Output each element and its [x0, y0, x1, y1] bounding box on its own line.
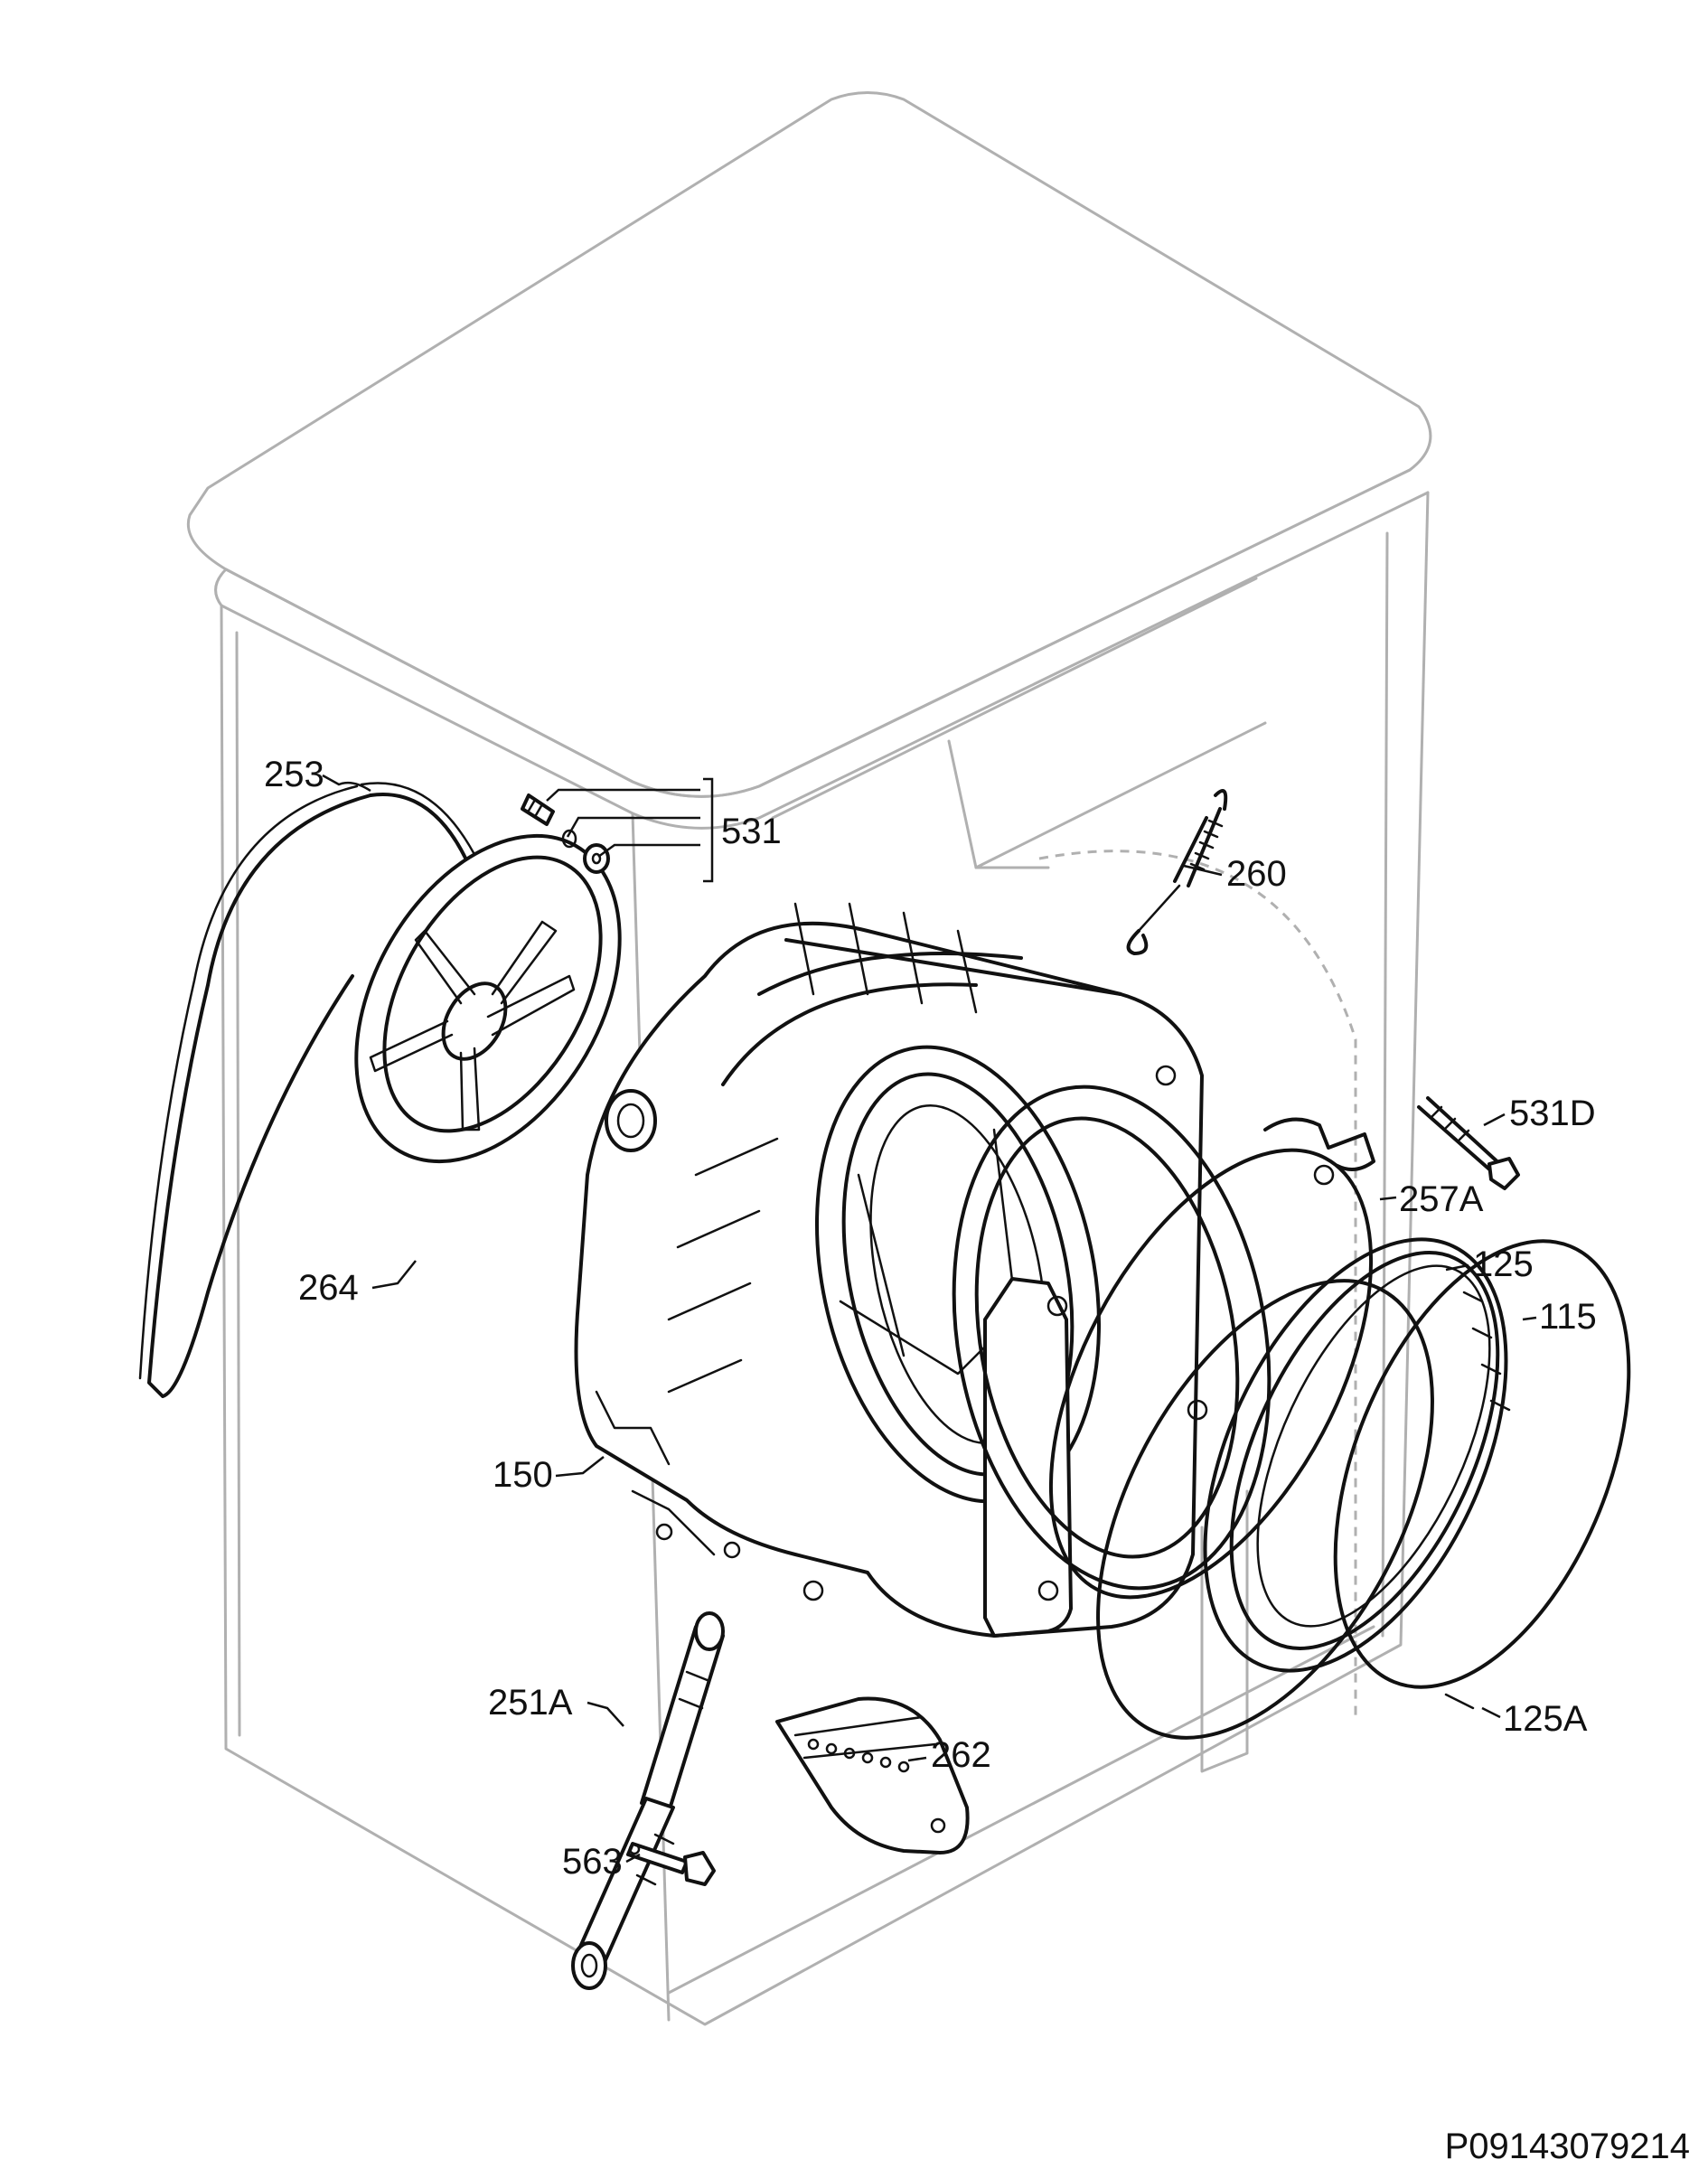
shock-absorber — [571, 1611, 725, 1990]
callout-262: 262 — [931, 1735, 991, 1775]
callout-125: 125 — [1473, 1244, 1534, 1284]
callout-150: 150 — [493, 1455, 553, 1495]
callout-251a: 251A — [488, 1683, 573, 1723]
inner-clamp-band — [1096, 1279, 1434, 1740]
callout-531: 531 — [721, 812, 782, 851]
callout-257a: 257A — [1399, 1179, 1484, 1219]
callout-563: 563 — [562, 1842, 623, 1882]
document-code: P09143079214 — [1445, 2127, 1690, 2166]
hinge-screw — [1417, 1096, 1520, 1190]
callout-264: 264 — [298, 1268, 359, 1308]
callout-labels: 253 531 260 531D 257A 125 115 264 150 25… — [264, 755, 1597, 1882]
counterweight-ring — [1048, 1117, 1375, 1600]
outer-clamp-band — [1333, 1239, 1631, 1710]
callout-531d: 531D — [1509, 1094, 1596, 1133]
tub-drum-assembly — [574, 902, 1204, 1638]
callout-260: 260 — [1226, 854, 1287, 894]
bolt-washer-set — [521, 793, 610, 874]
callout-115: 115 — [1539, 1297, 1597, 1337]
drive-belt — [138, 782, 481, 1398]
callout-253: 253 — [264, 755, 324, 794]
shock-absorber-pin — [626, 1842, 716, 1886]
drum-paddle — [775, 1696, 970, 1854]
leader-lines — [322, 774, 1537, 1864]
callout-125a: 125A — [1503, 1699, 1588, 1739]
door-seal-gasket — [1203, 1237, 1511, 1673]
pulley-wheel — [354, 833, 622, 1164]
tub-spring — [1126, 789, 1228, 955]
